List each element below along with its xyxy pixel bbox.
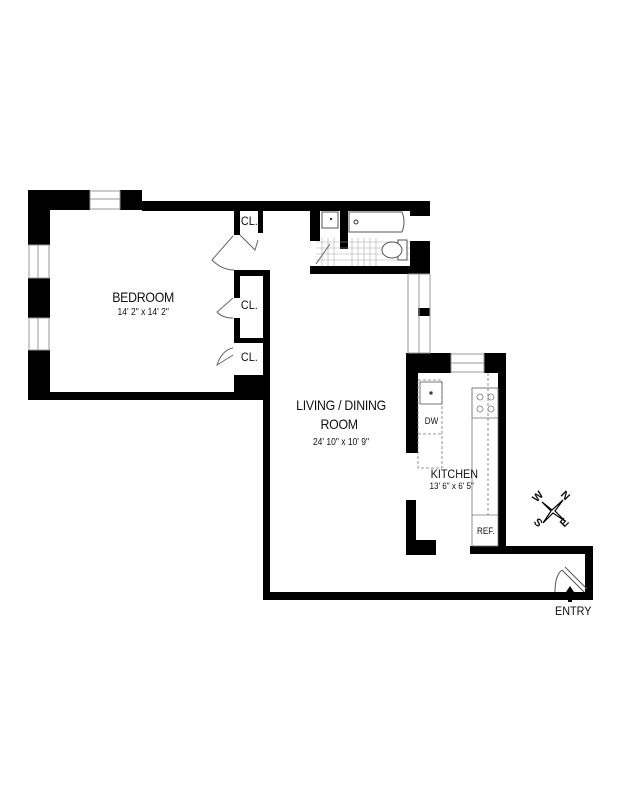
closet-doors bbox=[211, 234, 259, 367]
bathroom bbox=[310, 201, 430, 274]
dishwasher-label: DW bbox=[424, 416, 439, 426]
living-dining-dimensions: 24' 10" x 10' 9" bbox=[312, 437, 370, 448]
living-dining-label-2: ROOM bbox=[320, 416, 359, 432]
compass-icon bbox=[541, 499, 566, 524]
bedroom-windows bbox=[28, 190, 121, 351]
entry-arrow-icon bbox=[564, 586, 576, 602]
living-dining-label: LIVING / DINING bbox=[296, 397, 386, 413]
closet-label-3: CL. bbox=[240, 350, 258, 364]
living-walls bbox=[263, 308, 593, 600]
kitchen-label: KITCHEN bbox=[430, 467, 479, 481]
closet-label-2: CL. bbox=[240, 298, 258, 312]
bedroom-label: BEDROOM bbox=[112, 289, 175, 305]
bedroom-walls bbox=[28, 190, 429, 400]
entry-label: ENTRY bbox=[555, 604, 592, 618]
closet-label-1: CL. bbox=[240, 214, 258, 228]
refrigerator-label: REF. bbox=[476, 526, 495, 536]
kitchen-fixtures bbox=[417, 373, 499, 547]
bedroom-dimensions: 14' 2" x 14' 2" bbox=[117, 307, 169, 318]
right-windows bbox=[407, 273, 485, 373]
kitchen-dimensions: 13' 6" x 6' 5" bbox=[429, 481, 474, 491]
entry-door bbox=[554, 566, 588, 593]
